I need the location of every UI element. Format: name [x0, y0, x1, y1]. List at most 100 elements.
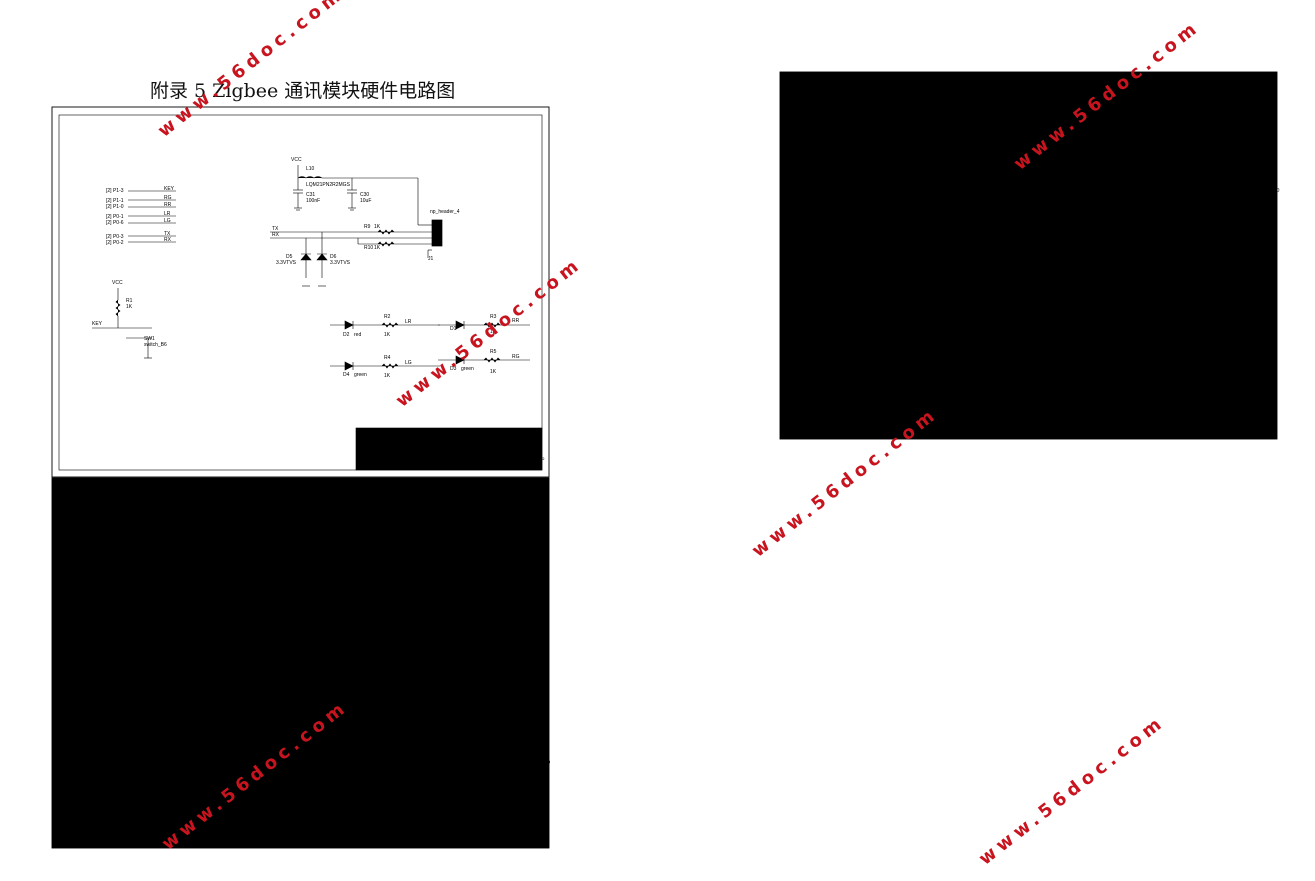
c15-value: NP_15pF	[118, 800, 139, 806]
y2-label: Y2	[150, 758, 156, 764]
c12-label: C12	[292, 748, 301, 754]
l1-label: L1	[446, 499, 452, 505]
d3-color: green	[461, 366, 474, 372]
lr-net: LR	[405, 319, 412, 325]
c11-label: C11	[498, 754, 507, 760]
net-label: RX	[164, 237, 172, 243]
bypass-value: 100nF GRM155R71A104KA01D	[246, 774, 319, 780]
u1-left-pins: P1_7P1_6P1_5P1_4P1_3P1_2P1_1P1_0P0_7P0_6…	[90, 580, 181, 707]
net-label: RR	[164, 202, 172, 208]
l4-value: 1.1nH LQG15HS1N1S02D	[1220, 188, 1280, 194]
c14-label: C14	[92, 794, 101, 800]
rst-net: RST	[114, 704, 124, 710]
vcc-label: VCC	[882, 98, 893, 104]
c10-value: 1uF	[260, 724, 269, 730]
tb-rev-value: <RevCo	[528, 456, 545, 461]
sheet-3: VCC L2 BLM15HG102SN1D C16 2.2uF C17 1nF …	[779, 71, 1280, 440]
c3-label: C3	[320, 539, 327, 545]
u1-pin-label: AVDD3	[207, 594, 222, 599]
u2-chip	[979, 195, 1071, 283]
tb-size-value: A	[1091, 418, 1094, 423]
l9-label: L9	[1206, 240, 1212, 246]
l10-label: L10	[306, 166, 315, 172]
y1-label: Y1	[298, 642, 304, 648]
u1-pin-label: DVDD_USB	[197, 688, 222, 693]
c8-value: 27pF	[296, 679, 307, 685]
rfp-port: [2] RF_p	[802, 232, 821, 238]
u1-pin-label: P0_3	[142, 662, 153, 667]
tb-rev-label: Rev	[526, 820, 535, 825]
tx-label: TX	[272, 226, 279, 232]
u2-pin-label: RF_P	[984, 226, 997, 232]
l8-label: L5	[926, 214, 932, 220]
u1-pin-label: P0_4	[142, 655, 153, 660]
u1-pin-label: P2_3/XOSC_32K2	[142, 696, 181, 701]
d4-label: D4	[343, 372, 350, 378]
r3-value: 1K	[490, 329, 497, 335]
r2-label: R2	[384, 314, 391, 320]
dd-net: DD	[374, 741, 382, 747]
tb-size-label: Size	[1087, 411, 1096, 416]
tb-of-label: of	[502, 464, 507, 469]
c3-value: 220pF GRM1555C1H221JA01D	[312, 545, 384, 551]
tb-title-value: <Title>	[1106, 402, 1120, 407]
u1-part: CC2340F256	[142, 720, 172, 726]
u1-pin-label: P1_5	[142, 594, 153, 599]
tb-rev-label: Rev	[526, 449, 535, 454]
c18-value: 1nF GRM1555C1H102JA01D	[1140, 160, 1207, 166]
rx-label: RX	[272, 232, 280, 238]
c28-label: C28	[1180, 246, 1189, 252]
u1-pin-label: XOSC_Q2	[200, 638, 222, 643]
tb-docnum-value: SL11371	[378, 827, 396, 832]
c17-value: 1nF GRM1555C1H102JA01D	[1000, 154, 1067, 160]
connector-j1	[431, 219, 443, 247]
u1-pin-label: P1_0	[142, 628, 153, 633]
d2-color: red	[354, 332, 361, 338]
y1-value: 32MHz/3225	[312, 660, 341, 666]
port-label: [2] P1-0	[106, 204, 124, 210]
vcc-label: VCC	[291, 157, 302, 163]
u1-pin-label: AVDD6	[207, 616, 222, 621]
sheet-1-title-block	[355, 427, 543, 471]
tb-docnum-label: Document Number	[378, 820, 416, 825]
vcc-label: VCC	[250, 652, 261, 658]
u1-right-pins: AVDD1AVDD2AVDD3AVDD4AVDD5AVDD6RF_PRF_NXO…	[197, 580, 234, 715]
tb-total-value: 3	[518, 464, 521, 469]
u2-part: CC2591	[984, 287, 1003, 293]
r7-label: R7	[496, 698, 503, 704]
dc-net: DC	[374, 747, 382, 753]
sheet-1-inner-frame	[58, 114, 543, 471]
u2-pin-label: BIAS	[984, 244, 996, 250]
c29-label: C29	[878, 262, 887, 268]
sw1-label: SW1	[144, 336, 155, 342]
tb-date-label: Date:	[358, 835, 369, 840]
u1-pin-label: P2_4/XOSC_32K1	[142, 689, 181, 694]
c5-label: C5	[394, 539, 401, 545]
d1-label: D1	[450, 326, 457, 332]
bypass-value: 100nF GRM155R71A104KA01D	[338, 576, 411, 582]
d5-label: D5	[286, 254, 293, 260]
j2-label: J2	[408, 728, 414, 734]
u1-pin-label: DVDD2	[206, 674, 222, 679]
r7-value: 20K	[496, 704, 506, 710]
l6-value: 1nH LQG15HS1N0S02D	[820, 230, 876, 236]
l1-part: BLM15HG102SN1D	[444, 536, 489, 542]
tb-sheet-value: 1	[488, 464, 491, 469]
c7-value: 2.2uF	[426, 551, 439, 557]
l3-value: 5.1nH LQG15HS5N1S02D	[1212, 160, 1272, 166]
sma-label: sma_ant	[1228, 324, 1248, 330]
r8-label: R8	[918, 270, 925, 276]
u1-pin-label: AVDD5	[207, 609, 222, 614]
l7-value: 1.5nH LQW15AN1N5B00D	[1070, 232, 1131, 238]
d6-label: D6	[330, 254, 337, 260]
hgm-port: [2] HGM	[840, 318, 859, 324]
c25-label: C25	[1258, 202, 1267, 208]
net-label: RG	[164, 195, 172, 201]
tb-title-label: Title	[358, 803, 367, 808]
c21-value: NP	[1130, 160, 1138, 166]
u1-pin-label: DCOUPL	[203, 681, 223, 686]
vcc-label: VCC	[112, 280, 123, 286]
r10-label: R10	[364, 245, 373, 251]
tb-size-label: Size	[358, 820, 367, 825]
r5-value: 1K	[490, 369, 497, 375]
